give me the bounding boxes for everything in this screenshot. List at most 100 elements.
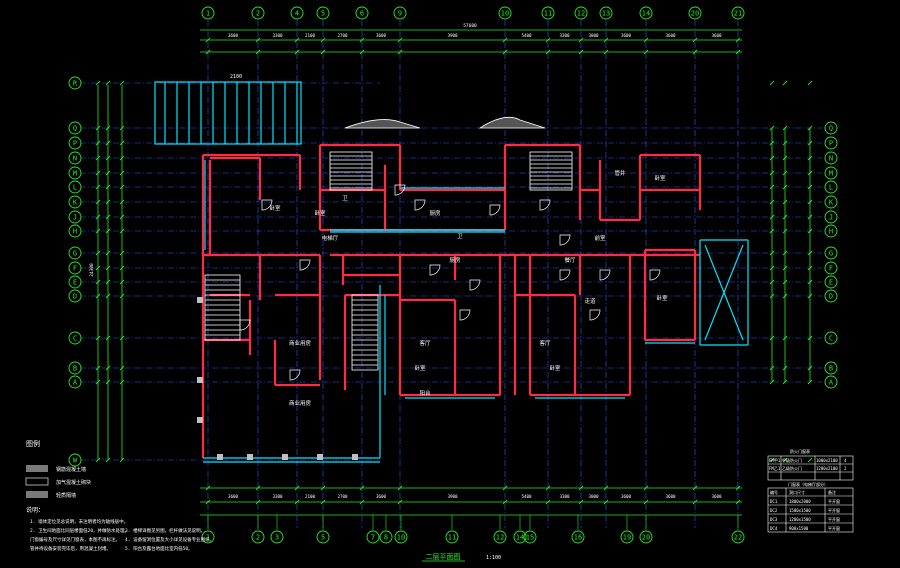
axis-bubble-left: A	[68, 375, 82, 389]
room-label: 客厅	[419, 339, 431, 347]
dim-tick	[105, 279, 111, 285]
axis-label-bottom: 14	[516, 534, 524, 542]
axis-bubble-bottom: 7	[366, 515, 380, 544]
column	[197, 377, 203, 383]
axis-bubble-bottom: 5	[316, 515, 330, 544]
dim-tick	[105, 80, 111, 86]
axis-label-left: F	[73, 265, 77, 273]
dim-tick	[95, 293, 101, 299]
axis-label-top: 4	[295, 10, 299, 18]
door-swing	[599, 269, 611, 281]
dim-tick	[782, 379, 788, 385]
room-labels: 卧室卧室卫厨房客厅客厅卧室阳台卧室卫厨房餐厅电梯厅前室管井走道商业用房商业用房卧…	[269, 169, 668, 407]
dim-tick	[320, 485, 326, 491]
axis-label-bottom: 19	[623, 534, 631, 542]
dim-tick	[807, 140, 813, 146]
dw-header-2: 备注	[828, 489, 836, 495]
dim-tick	[119, 80, 125, 86]
dim-segment-text: 3600	[711, 494, 722, 499]
note-left-0: 1. 墙体定位见总说明，未注明者均为轴线居中。	[30, 518, 128, 525]
dim-tick	[105, 293, 111, 299]
axis-label-top: 13	[602, 10, 610, 18]
dim-tick	[119, 379, 125, 385]
axis-bubble-left: R	[68, 76, 82, 90]
dim-tick	[119, 140, 125, 146]
dim-segment-text: 2700	[337, 33, 348, 38]
dim-tick	[105, 228, 111, 234]
dim-tick	[502, 485, 508, 491]
axis-label-top: 1	[206, 10, 210, 18]
axis-label-left: C	[73, 335, 77, 343]
axis-label-right: G	[829, 250, 833, 258]
dim-tick	[807, 279, 813, 285]
dim-tick	[782, 80, 788, 86]
axis-bubble-right: G	[824, 246, 838, 260]
dim-segment-text: 3600	[376, 33, 387, 38]
dim-tick	[105, 214, 111, 220]
stair-flight	[329, 151, 373, 191]
dw-r0-c1: 1800x2000	[789, 499, 811, 504]
dim-tick	[545, 499, 551, 505]
dim-tick	[782, 228, 788, 234]
axis-bubble-left: E	[68, 275, 82, 289]
door-swing	[289, 369, 301, 381]
axis-label-left: A	[73, 379, 78, 387]
axis-label-bottom: 20	[642, 534, 650, 542]
dim-tick	[807, 80, 813, 86]
axis-bubble-right: A	[824, 375, 838, 389]
dim-tick	[769, 379, 775, 385]
dw-r2-c0: DC3	[770, 517, 778, 522]
axis-label-top: 5	[321, 10, 325, 18]
axis-bubble-right: L	[824, 180, 838, 194]
dim-tick	[502, 49, 508, 55]
axis-label-right: A	[829, 379, 834, 387]
axis-bubble-left: N	[68, 151, 82, 165]
dim-tick	[119, 293, 125, 299]
axis-bubble-top: 10	[498, 6, 512, 20]
dim-tick	[320, 37, 326, 43]
dim-tick	[769, 199, 775, 205]
dim-tick	[119, 184, 125, 190]
door-swing	[299, 259, 311, 271]
dim-tick	[95, 155, 101, 161]
dim-segment-text: 3900	[447, 494, 458, 499]
dim-tick	[578, 49, 584, 55]
dim-segment-text: 2100	[305, 33, 316, 38]
axis-label-bottom: 8	[384, 534, 388, 542]
dim-segment-text: 3600	[376, 494, 387, 499]
dim-tick	[735, 485, 741, 491]
axis-bubble-top: 12	[574, 6, 588, 20]
room-label: 厨房	[449, 256, 461, 264]
room-label: 前室	[594, 234, 606, 242]
dim-tick	[359, 37, 365, 43]
dim-tick	[807, 457, 813, 463]
dim-tick	[782, 293, 788, 299]
room-label: 走道	[584, 297, 596, 305]
axis-bubble-bottom: 11	[445, 515, 459, 544]
dim-segment-text: 3300	[272, 494, 283, 499]
dim-tick	[502, 499, 508, 505]
axis-bubble-top: 20	[688, 6, 702, 20]
legend-swatch-partition	[26, 491, 48, 498]
dim-tick	[397, 37, 403, 43]
dim-tick	[105, 170, 111, 176]
dim-tick	[769, 80, 775, 86]
dim-segment-text: 3300	[559, 494, 570, 499]
dim-tick	[807, 379, 813, 385]
axis-label-left: N	[73, 155, 77, 163]
dim-segment-text: 5400	[521, 33, 532, 38]
door-swing	[429, 264, 441, 276]
dim-tick	[105, 379, 111, 385]
dw-r2-c2: 平开窗	[828, 516, 840, 522]
dim-segment-text: 2100	[305, 494, 316, 499]
dim-tick	[807, 184, 813, 190]
dim-tick	[735, 49, 741, 55]
dim-segment-text: 3600	[711, 33, 722, 38]
dim-tick	[692, 49, 698, 55]
axis-label-top: 6	[360, 10, 364, 18]
dimension-ticks: 3600360033003300210021002700270036003600…	[95, 33, 813, 505]
dim-tick	[578, 37, 584, 43]
axis-label-right: N	[829, 155, 833, 163]
dim-tick	[769, 214, 775, 220]
